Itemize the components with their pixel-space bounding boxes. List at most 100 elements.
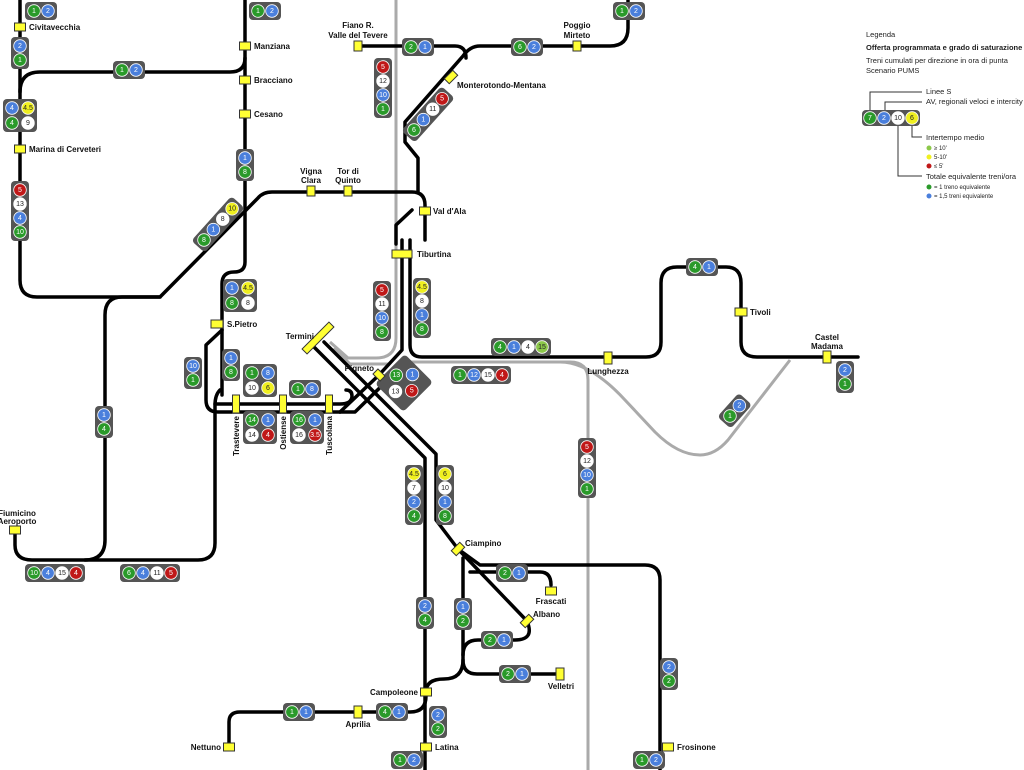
yellow-indicator — [438, 467, 452, 481]
station-label: Frosinone — [677, 743, 716, 752]
station-marker[interactable] — [420, 742, 432, 752]
station-tuscolana[interactable]: Tuscolana — [325, 394, 334, 455]
station-cesano[interactable]: Cesano — [239, 109, 284, 119]
station-marker[interactable] — [545, 586, 557, 596]
station-marker[interactable] — [450, 541, 466, 557]
station-marker[interactable] — [232, 394, 240, 414]
indicator-value: 11 — [153, 570, 160, 577]
station-marker[interactable] — [325, 394, 333, 414]
station-tivoli[interactable]: Tivoli — [734, 307, 771, 317]
indicator-value: 7 — [868, 115, 872, 122]
indicator-value: 2 — [270, 8, 274, 15]
blue-indicator — [497, 633, 511, 647]
station-marker[interactable] — [14, 144, 26, 154]
green-indicator — [13, 225, 27, 239]
station-marker[interactable] — [223, 742, 235, 752]
green-indicator — [245, 413, 259, 427]
white-indicator — [438, 481, 452, 495]
station-marker[interactable] — [353, 705, 363, 719]
station-marker[interactable] — [239, 41, 251, 51]
station-marker[interactable] — [239, 75, 251, 85]
indicator-value: 10 — [30, 570, 38, 577]
indicator-value: 4.5 — [417, 284, 427, 291]
station-marker[interactable] — [372, 368, 386, 382]
station-lunghezza[interactable]: Lunghezza — [587, 351, 629, 376]
indicator-value: 5 — [169, 570, 173, 577]
station-pigneto[interactable]: Pigneto — [345, 364, 386, 382]
badge-background — [11, 181, 29, 241]
station-marker[interactable] — [662, 742, 674, 752]
station-marker[interactable] — [822, 350, 832, 364]
station-latina[interactable]: Latina — [420, 742, 460, 752]
station-marker[interactable] — [734, 307, 748, 317]
indicator-value: 1 — [843, 381, 847, 388]
white-indicator — [376, 74, 390, 88]
station-manziana[interactable]: Manziana — [239, 41, 291, 51]
station-marker[interactable] — [343, 185, 353, 197]
saturation-badge: 12 — [718, 394, 751, 428]
white-indicator — [216, 212, 230, 226]
station-marker[interactable] — [353, 40, 363, 52]
station-campoleone[interactable]: Campoleone — [370, 687, 432, 697]
blue-indicator — [305, 382, 319, 396]
station-marker[interactable] — [279, 394, 287, 414]
station-tiburtina[interactable]: Tiburtina — [391, 249, 452, 259]
station-frosinone[interactable]: Frosinone — [662, 742, 717, 752]
station-marker[interactable] — [9, 525, 21, 535]
station-termini[interactable]: Termini — [286, 321, 335, 355]
badge-background — [120, 564, 180, 582]
station-monterotondo[interactable]: Monterotondo-Mentana — [443, 69, 546, 90]
station-marker[interactable] — [306, 185, 316, 197]
station-marker[interactable] — [301, 321, 335, 355]
blue-indicator — [308, 413, 322, 427]
station-civitavecchia[interactable]: Civitavecchia — [14, 22, 81, 32]
station-frascati[interactable]: Frascati — [536, 586, 567, 606]
station-bracciano[interactable]: Bracciano — [239, 75, 293, 85]
station-marker[interactable] — [419, 206, 431, 216]
station-marker[interactable] — [210, 319, 224, 329]
station-albano[interactable]: Albano — [519, 610, 560, 629]
badge-background — [25, 564, 85, 582]
station-marker[interactable] — [443, 69, 459, 85]
station-marker[interactable] — [555, 667, 565, 681]
indicator-value: 1 — [411, 371, 415, 378]
indicator-value: 2 — [882, 115, 886, 122]
blue-indicator — [129, 63, 143, 77]
station-nettuno[interactable]: Nettuno — [191, 742, 235, 752]
indicator-value: 1 — [420, 312, 424, 319]
station-marker[interactable] — [603, 351, 613, 365]
white-indicator — [150, 566, 164, 580]
station-spietro[interactable]: S.Pietro — [210, 319, 257, 329]
blue-indicator — [512, 566, 526, 580]
station-label: Monterotondo-Mentana — [457, 81, 546, 90]
station-aprilia[interactable]: Aprilia — [346, 705, 371, 729]
white-indicator — [415, 294, 429, 308]
station-marker[interactable] — [420, 687, 432, 697]
station-valdala[interactable]: Val d'Ala — [419, 206, 467, 216]
indicator-value: 1 — [585, 486, 589, 493]
station-marker[interactable] — [14, 22, 26, 32]
station-ostiense[interactable]: Ostiense — [279, 394, 288, 450]
indicator-value: 1 — [250, 370, 254, 377]
station-marker[interactable] — [572, 40, 582, 52]
blue-indicator — [206, 222, 221, 237]
station-trastevere[interactable]: Trastevere — [232, 394, 241, 456]
station-marker[interactable] — [391, 249, 413, 259]
station-fiano[interactable]: Fiano R.Valle del Tevere — [328, 21, 388, 52]
indicator-value: 6 — [910, 115, 914, 122]
station-velletri[interactable]: Velletri — [548, 667, 574, 691]
station-marina[interactable]: Marina di Cerveteri — [14, 144, 102, 154]
blue-indicator — [407, 753, 421, 767]
station-marker[interactable] — [519, 613, 535, 629]
station-marker[interactable] — [239, 109, 251, 119]
indicator-value: 4 — [412, 513, 416, 520]
station-ciampino[interactable]: Ciampino — [450, 539, 502, 557]
